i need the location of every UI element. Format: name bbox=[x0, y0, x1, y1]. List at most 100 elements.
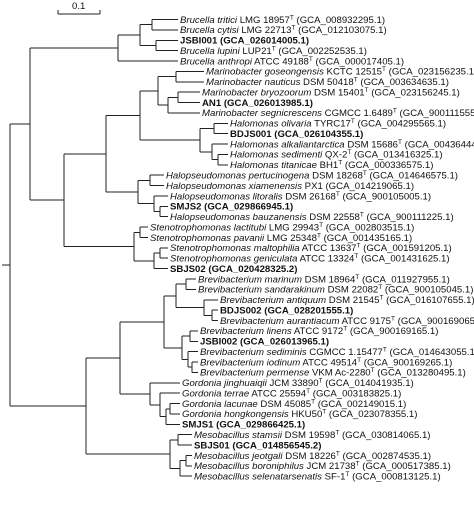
strain-id: JCM 21738 bbox=[304, 461, 356, 472]
strain-id: ATCC 49188 bbox=[252, 56, 309, 67]
accession: (GCA_000813125.1) bbox=[349, 472, 440, 483]
type-strain-mark: T bbox=[336, 191, 340, 198]
accession: (GCA_001431625.1) bbox=[358, 254, 449, 265]
leaf-label: Brevibacterium aurantiacum ATCC 9175T (G… bbox=[220, 315, 474, 327]
type-strain-mark: T bbox=[319, 222, 323, 229]
type-strain-mark: T bbox=[354, 77, 358, 84]
strain-id: LUP21 bbox=[240, 46, 272, 57]
leaf-label: Brevibacterium linens ATCC 9172T (GCA_90… bbox=[200, 326, 438, 338]
leaf-label: Brevibacterium sandarakinum DSM 22082T (… bbox=[198, 284, 473, 296]
type-strain-mark: T bbox=[291, 25, 295, 32]
strain-id: CGMCC 1.15477 bbox=[307, 347, 383, 358]
strain-id: DSM 45085 bbox=[258, 399, 311, 410]
species-name: Halopseudomonas bauzanensis bbox=[170, 212, 307, 223]
isolate-name: SBJS02 (GCA_020428325.2) bbox=[170, 264, 297, 275]
leaf-label: Stenotrophomonas geniculata ATCC 13324T … bbox=[170, 253, 450, 265]
accession: (GCA_023078355.1) bbox=[326, 409, 417, 420]
accession: (GCA_002149015.1) bbox=[315, 399, 406, 410]
leaf-label: SBJS02 (GCA_020428325.2) bbox=[170, 264, 297, 275]
accession: (GCA_013416325.1) bbox=[351, 150, 442, 161]
strain-id: DSM 15401 bbox=[311, 87, 364, 98]
type-strain-mark: T bbox=[363, 170, 367, 177]
species-name: Mesobacillus boroniphilus bbox=[194, 461, 304, 472]
accession: (GCA_900169065.1) bbox=[395, 316, 474, 327]
accession: (GCA_900105045.1) bbox=[382, 285, 473, 296]
strain-id: PX1 bbox=[302, 181, 323, 192]
type-strain-mark: T bbox=[319, 378, 323, 385]
accession: (GCA_003183825.1) bbox=[310, 388, 401, 399]
species-name: Mesobacillus stamsii bbox=[194, 430, 283, 441]
strain-id: DSM 18268 bbox=[309, 171, 362, 182]
isolate-name: JSBI001 (GCA_026014005.1) bbox=[180, 36, 309, 47]
species-name: Brucella lupini bbox=[180, 46, 241, 57]
accession: (GCA_014041935.1) bbox=[323, 378, 414, 389]
accession: (GCA_016107655.1) bbox=[383, 295, 474, 306]
strain-id: DSM 18964 bbox=[302, 274, 356, 285]
leaf-label: SMJS1 (GCA_029866425.1) bbox=[182, 420, 305, 431]
strain-id: DSM 18226 bbox=[283, 451, 336, 462]
isolate-name: AN1 (GCA_026013985.1) bbox=[202, 98, 313, 109]
isolate-name: JSBI002 (GCA_026013965.1) bbox=[200, 337, 329, 348]
strain-id: LMG 18957 bbox=[237, 15, 290, 26]
leaf-label: Brevibacterium marinum DSM 18964T (GCA_0… bbox=[198, 274, 450, 286]
leaf-label: Brucella lupini LUP21T (GCA_002252535.1) bbox=[180, 45, 367, 57]
strain-id: SF-1 bbox=[322, 472, 345, 483]
species-name: Brevibacterium sediminis bbox=[200, 347, 307, 358]
species-name: Stenotrophomonas lactitubi bbox=[150, 222, 267, 233]
leaf-label: Stenotrophomonas pavanii LMG 25348T (GCA… bbox=[150, 232, 412, 244]
accession: (GCA_900169265.1) bbox=[361, 357, 452, 368]
strain-id: DSM 19598 bbox=[282, 430, 335, 441]
accession: (GCA_030814065.1) bbox=[339, 430, 430, 441]
species-name: Marinobacter segnicrescens bbox=[202, 108, 322, 119]
leaf-label: Mesobacillus jeotgali DSM 18226T (GCA_00… bbox=[194, 450, 431, 462]
leaf-label: Halomonas olivaria TYRC17T (GCA_00429556… bbox=[230, 118, 446, 130]
accession: (GCA_014643055.1) bbox=[387, 347, 474, 358]
species-name: Stenotrophomonas geniculata bbox=[170, 254, 297, 265]
leaf-label: Brevibacterium sediminis CGMCC 1.15477T … bbox=[200, 346, 474, 358]
strain-id: ATCC 49514 bbox=[300, 357, 358, 368]
species-name: Halomonas titanicae bbox=[230, 160, 317, 171]
strain-id: VKM Ac-2280 bbox=[309, 368, 370, 379]
accession: (GCA_001591205.1) bbox=[360, 243, 451, 254]
leaf-label: Halopseudomonas xiamenensis PX1 (GCA_014… bbox=[166, 181, 414, 192]
leaf-label: Gordonia jinghuaiqii JCM 33890T (GCA_014… bbox=[182, 378, 414, 390]
scale-bar-label: 0.1 bbox=[72, 1, 85, 12]
leaf-label: BDJS001 (GCA_026104355.1) bbox=[230, 129, 363, 140]
species-name: Gordonia terrae bbox=[182, 388, 249, 399]
type-strain-mark: T bbox=[290, 14, 294, 21]
species-name: Marinobacter goseongensis bbox=[206, 67, 324, 78]
leaf-label: Gordonia hongkongensis HKU50T (GCA_02307… bbox=[182, 409, 417, 421]
strain-id: QX-2 bbox=[322, 150, 347, 161]
strain-id: KCTC 12515 bbox=[324, 67, 382, 78]
accession: (GCA_014219065.1) bbox=[323, 181, 414, 192]
strain-id: ATCC 13637 bbox=[300, 243, 357, 254]
accession: (GCA_014646575.1) bbox=[367, 171, 458, 182]
leaf-labels: Brucella tritici LMG 18957T (GCA_0089322… bbox=[150, 14, 474, 482]
leaf-label: JSBI002 (GCA_026013965.1) bbox=[200, 337, 329, 348]
type-strain-mark: T bbox=[354, 253, 358, 260]
accession: (GCA_900111555.1) bbox=[397, 108, 474, 119]
type-strain-mark: T bbox=[360, 212, 364, 219]
strain-id: LMG 25348 bbox=[264, 233, 317, 244]
strain-id: DSM 26168 bbox=[283, 191, 336, 202]
accession: (GCA_000517385.1) bbox=[360, 461, 451, 472]
type-strain-mark: T bbox=[391, 315, 395, 322]
accession: (GCA_003634635.1) bbox=[358, 77, 449, 88]
strain-id: HKU50 bbox=[289, 409, 323, 420]
type-strain-mark: T bbox=[356, 461, 360, 468]
type-strain-mark: T bbox=[383, 346, 387, 353]
leaf-label: Brevibacterium antiquum DSM 21545T (GCA_… bbox=[220, 295, 474, 307]
accession: (GCA_900169165.1) bbox=[347, 326, 438, 337]
strain-id: LMG 22713 bbox=[239, 25, 292, 36]
strain-id: JCM 33890 bbox=[267, 378, 319, 389]
species-name: Brevibacterium iodinum bbox=[200, 357, 300, 368]
strain-id: ATCC 9172 bbox=[292, 326, 344, 337]
type-strain-mark: T bbox=[272, 45, 276, 52]
species-name: Halomonas alkaliantarctica bbox=[230, 139, 345, 150]
species-name: Mesobacillus jeotgali bbox=[194, 451, 283, 462]
leaf-label: Halopseudomonas bauzanensis DSM 22558T (… bbox=[170, 212, 454, 224]
strain-id: DSM 22082 bbox=[325, 285, 378, 296]
scale-bar: 0.1 bbox=[57, 1, 101, 15]
leaf-label: Marinobacter bryozoorum DSM 15401T (GCA_… bbox=[202, 87, 460, 99]
type-strain-mark: T bbox=[306, 388, 310, 395]
